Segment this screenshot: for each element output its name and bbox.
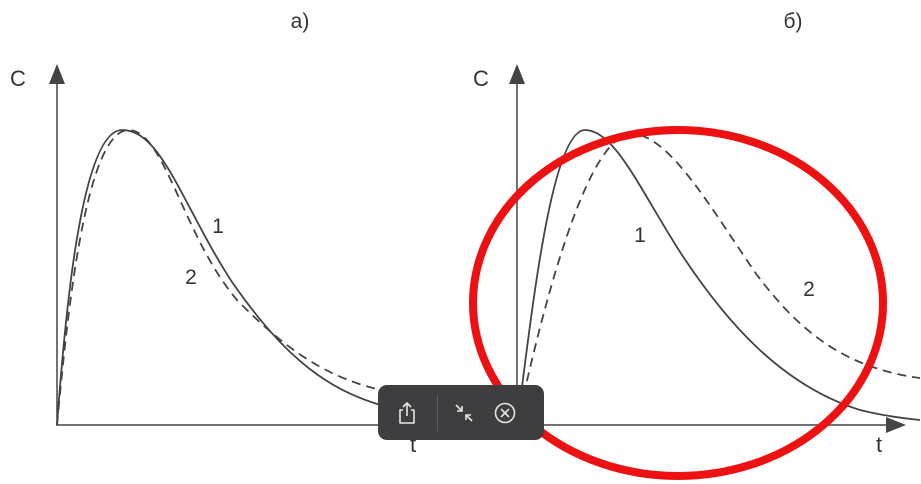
panel-a-x-axis-label: t	[410, 432, 416, 457]
panel-a-y-arrow	[49, 64, 65, 84]
panel-a-y-axis-label: C	[10, 66, 26, 91]
panel-b-y-axis-label: C	[473, 66, 489, 91]
panel-a-label: а)	[291, 10, 310, 33]
panel-b-label: б)	[783, 10, 802, 33]
panel-b-curve-1	[516, 129, 921, 426]
panel-b-curve-2-label: 2	[803, 278, 815, 301]
panel-a-curve-1-label: 1	[212, 215, 224, 238]
share-button[interactable]	[392, 398, 422, 428]
panel-b-curve-2	[516, 133, 921, 426]
panel-a: а) C t 1 2	[10, 10, 416, 457]
collapse-button[interactable]	[449, 398, 479, 428]
panel-b-x-arrow	[886, 417, 906, 433]
toolbar-divider	[437, 394, 438, 431]
panel-a-curve-2-label: 2	[185, 266, 197, 289]
highlight-circle	[469, 126, 887, 480]
close-circle-icon	[494, 402, 516, 423]
panel-b-curve-1-label: 1	[634, 224, 646, 247]
panel-a-curve-1	[56, 129, 401, 426]
close-button[interactable]	[490, 398, 520, 428]
panel-a-curve-2	[56, 129, 391, 426]
panel-b: б) C t 1 2	[473, 10, 921, 457]
panel-b-x-axis-label: t	[876, 432, 882, 457]
collapse-arrows-icon	[455, 403, 473, 422]
media-toolbar	[378, 385, 544, 440]
panel-b-y-arrow	[509, 64, 525, 84]
share-icon	[399, 401, 415, 424]
